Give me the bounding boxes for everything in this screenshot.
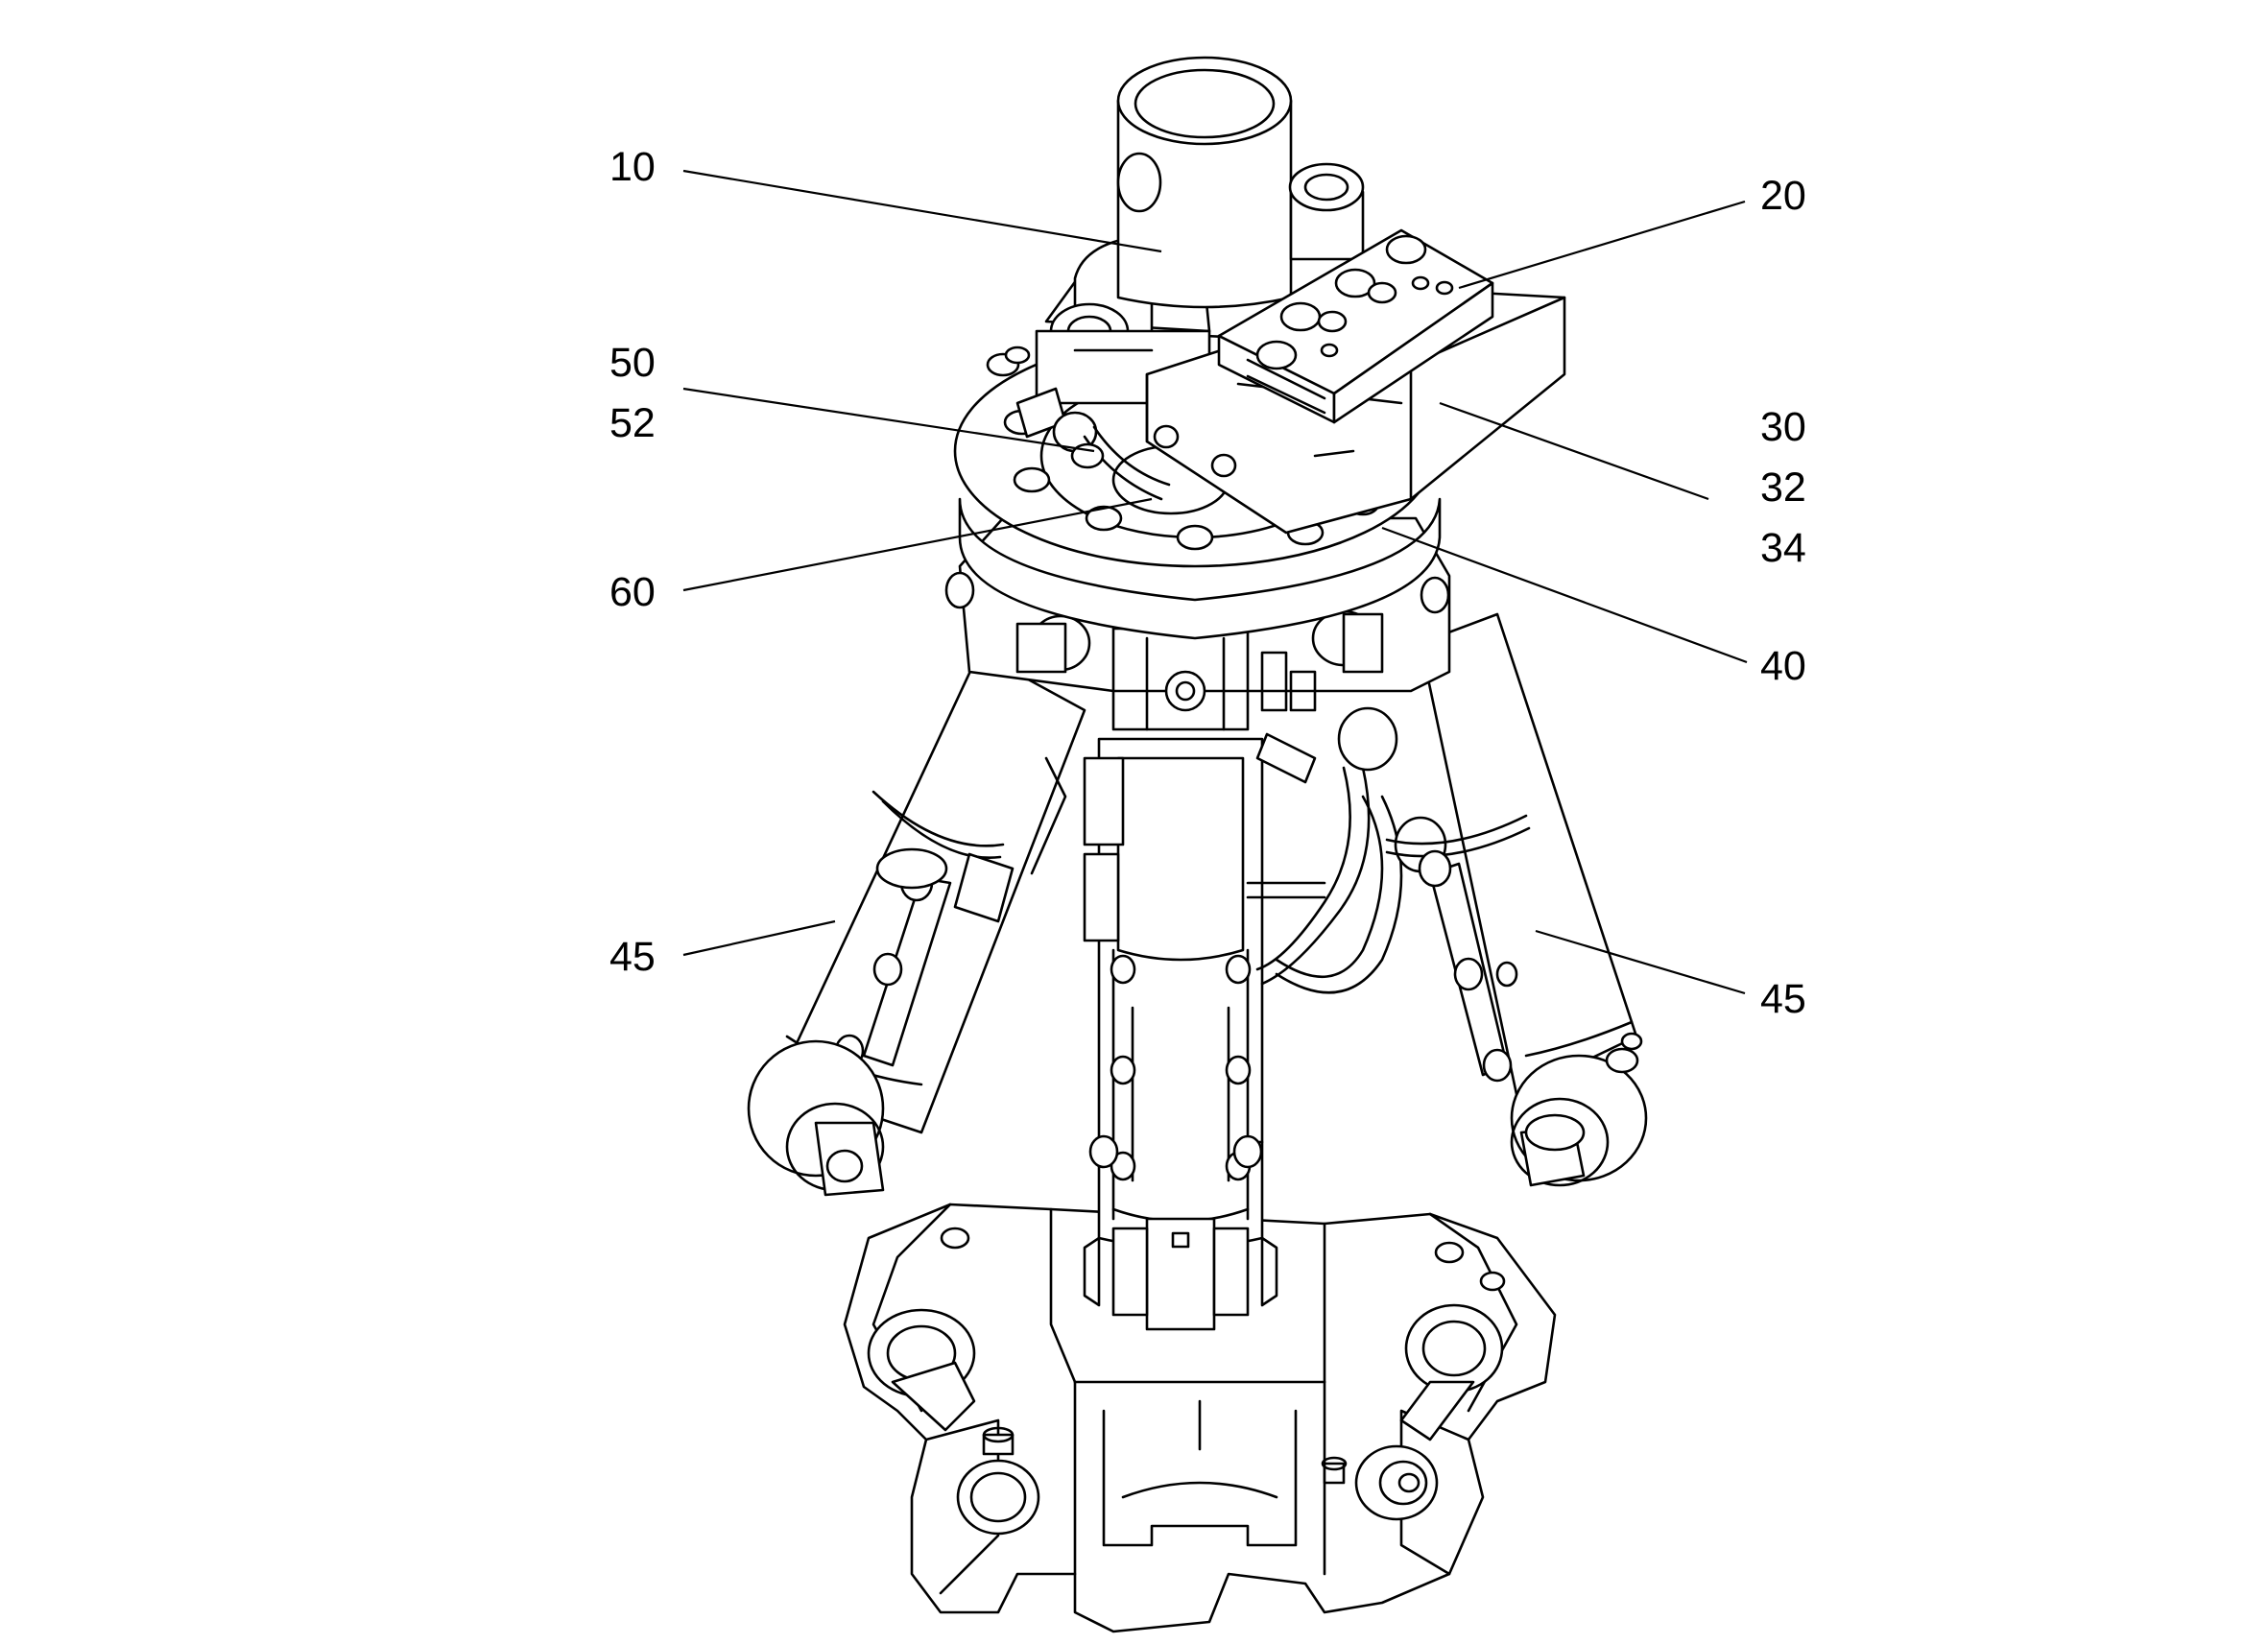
hoses [1246, 706, 1447, 994]
ref-label-34: 34 [1760, 525, 1806, 571]
right-leg [1385, 612, 1648, 1187]
fitting [1015, 387, 1171, 501]
ref-label-20: 20 [1760, 173, 1806, 219]
leader-lines [682, 169, 1748, 995]
ref-label-10: 10 [609, 144, 656, 190]
connector-block [1217, 228, 1494, 424]
ref-label-40: 40 [1760, 643, 1806, 689]
ref-label-45-left: 45 [609, 934, 656, 980]
ref-label-52: 52 [609, 400, 656, 446]
cylinder-body [1035, 56, 1365, 405]
ref-label-50: 50 [609, 340, 656, 386]
center-column [1083, 737, 1278, 1331]
base-foot [843, 1203, 1557, 1633]
ref-label-32: 32 [1760, 465, 1806, 511]
left-leg [747, 651, 1086, 1197]
ref-label-45-right: 45 [1760, 976, 1806, 1022]
ref-label-30: 30 [1760, 404, 1806, 450]
ref-label-60: 60 [609, 569, 656, 615]
